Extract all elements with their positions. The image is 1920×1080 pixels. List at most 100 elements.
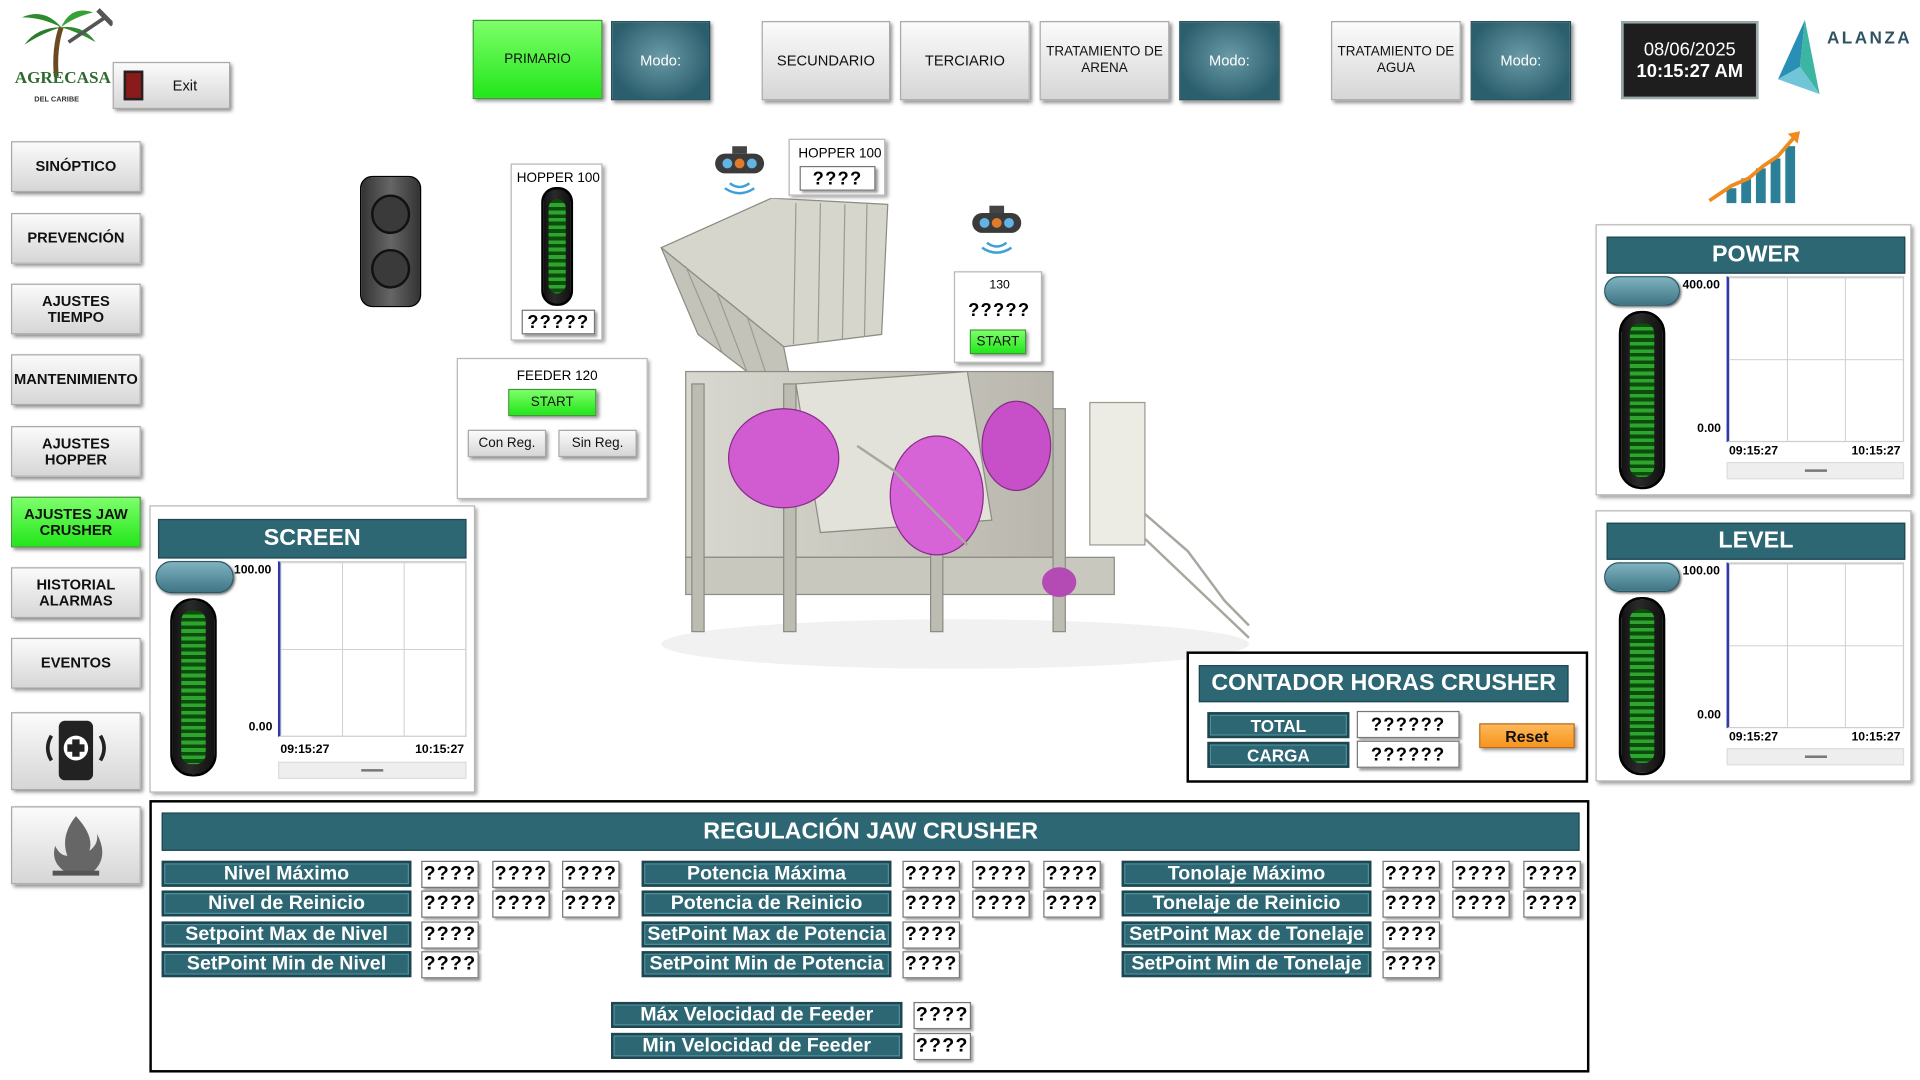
sidebar-item-6[interactable]: HISTORIAL ALARMAS xyxy=(11,567,141,619)
reg-col2-label-0: Potencia Máxima xyxy=(641,860,892,887)
power-tank xyxy=(1618,310,1666,490)
palm-logo-icon xyxy=(22,8,115,78)
reg-col1-value-2-0[interactable]: ???? xyxy=(421,921,479,949)
screen-chart-grid xyxy=(277,561,467,737)
feeder-con-reg-button[interactable]: Con Reg. xyxy=(467,429,547,458)
sensor-device-button[interactable] xyxy=(11,712,141,791)
level-level-pill[interactable] xyxy=(1604,562,1681,593)
reg-col3-value-1-0[interactable]: ???? xyxy=(1382,890,1441,918)
screen-t1: 10:15:27 xyxy=(415,743,465,757)
feeder-120-title: FEEDER 120 xyxy=(516,369,598,384)
contador-total-label: TOTAL xyxy=(1207,712,1350,739)
reg-col1-value-0-1[interactable]: ???? xyxy=(492,860,550,889)
nav-arena-button[interactable]: TRATAMIENTO DE ARENA xyxy=(1039,21,1170,101)
reg-col3-value-0-0[interactable]: ???? xyxy=(1382,860,1441,889)
power-t0: 09:15:27 xyxy=(1728,444,1779,459)
reg-feeder_min-label: Min Velocidad de Feeder xyxy=(611,1032,903,1059)
power-chart-title: POWER xyxy=(1606,236,1906,274)
reg-col1-value-0-2[interactable]: ???? xyxy=(562,860,620,889)
nav-terciario-button[interactable]: TERCIARIO xyxy=(900,21,1030,101)
power-chart-grid xyxy=(1726,276,1905,443)
screen-chart-scrollbar[interactable] xyxy=(277,761,467,780)
sidebar-item-1[interactable]: PREVENCIÓN xyxy=(11,213,141,264)
reg-col3-value-3-0[interactable]: ???? xyxy=(1382,951,1441,979)
reg-col2-value-0-2[interactable]: ???? xyxy=(1043,860,1101,889)
hopper-100-value: ????? xyxy=(521,309,596,335)
reg-feeder_min-value[interactable]: ???? xyxy=(913,1032,972,1061)
sidebar-item-3[interactable]: MANTENIMIENTO xyxy=(11,354,141,405)
nav-primario-button[interactable]: PRIMARIO xyxy=(472,19,603,100)
reg-col3-value-1-2[interactable]: ???? xyxy=(1523,890,1581,918)
modo-primario-button[interactable]: Modo: xyxy=(611,21,711,101)
reg-col3-value-2-0[interactable]: ???? xyxy=(1382,921,1441,949)
feeder-120-panel: FEEDER 120 START Con Reg. Sin Reg. xyxy=(456,357,648,500)
datetime-display: 08/06/2025 10:15:27 AM xyxy=(1621,21,1759,100)
modo-agua-button[interactable]: Modo: xyxy=(1470,21,1572,101)
reg-col2-value-0-0[interactable]: ???? xyxy=(902,860,961,889)
sidebar-item-0[interactable]: SINÓPTICO xyxy=(11,141,141,192)
reg-col1-value-1-1[interactable]: ???? xyxy=(492,890,550,918)
reg-col1-label-2: Setpoint Max de Nivel xyxy=(161,921,412,948)
power-chart-scrollbar[interactable] xyxy=(1726,461,1905,480)
feeder-120-start-button[interactable]: START xyxy=(508,388,597,417)
reg-col2-value-2-0[interactable]: ???? xyxy=(902,921,961,949)
power-t1: 10:15:27 xyxy=(1851,444,1901,459)
alanza-logo-icon xyxy=(1777,19,1820,95)
reg-col1-label-0: Nivel Máximo xyxy=(161,860,412,887)
exit-label: Exit xyxy=(172,76,198,94)
power-level-pill[interactable] xyxy=(1604,276,1681,306)
reg-feeder_max-value[interactable]: ???? xyxy=(913,1001,972,1030)
modo-arena-button[interactable]: Modo: xyxy=(1179,21,1280,101)
level-chart-scrollbar[interactable] xyxy=(1726,748,1905,766)
sidebar-item-5[interactable]: AJUSTES JAW CRUSHER xyxy=(11,496,141,548)
reg-col1-value-1-2[interactable]: ???? xyxy=(562,890,620,918)
screen-level-pill[interactable] xyxy=(155,561,234,594)
sensor-device-icon xyxy=(45,720,106,780)
reg-col2-value-0-1[interactable]: ???? xyxy=(972,860,1030,889)
power-ymin: 0.00 xyxy=(1697,422,1721,436)
regulacion-title: REGULACIÓN JAW CRUSHER xyxy=(161,812,1580,851)
level-ymax: 100.00 xyxy=(1682,564,1720,579)
screen-t0: 09:15:27 xyxy=(280,743,330,757)
nav-secundario-button[interactable]: SECUNDARIO xyxy=(761,21,891,101)
reg-col2-value-1-2[interactable]: ???? xyxy=(1043,890,1101,918)
reg-col2-label-1: Potencia de Reinicio xyxy=(641,890,892,917)
reg-col3-value-0-2[interactable]: ???? xyxy=(1523,860,1581,889)
sidebar-item-4[interactable]: AJUSTES HOPPER xyxy=(11,426,141,477)
radar-sensor-icon xyxy=(715,146,765,195)
contador-panel: CONTADOR HORAS CRUSHER TOTAL ?????? CARG… xyxy=(1186,651,1589,783)
reg-col1-value-3-0[interactable]: ???? xyxy=(421,951,479,979)
nav-agua-button[interactable]: TRATAMIENTO DE AGUA xyxy=(1331,21,1461,101)
sidebar-item-2[interactable]: AJUSTES TIEMPO xyxy=(11,283,141,335)
agrecasa-logo xyxy=(7,5,115,109)
reg-col3-value-1-1[interactable]: ???? xyxy=(1452,890,1510,918)
level-chart-title: LEVEL xyxy=(1606,522,1906,560)
power-ymax: 400.00 xyxy=(1682,278,1720,293)
traffic-light-bottom xyxy=(371,248,411,289)
exit-button[interactable]: Exit xyxy=(112,61,231,109)
reg-col2-value-1-1[interactable]: ???? xyxy=(972,890,1030,918)
contador-title: CONTADOR HORAS CRUSHER xyxy=(1198,665,1569,703)
logo-sub: DEL CARIBE xyxy=(34,96,80,105)
reg-col1-value-1-0[interactable]: ???? xyxy=(421,890,479,918)
traffic-light-top xyxy=(371,194,411,235)
hopper-100-tank xyxy=(541,187,574,306)
conveyor-130-start-button[interactable]: START xyxy=(969,329,1027,355)
reg-col3-label-3: SetPoint Min de Tonelaje xyxy=(1121,951,1372,978)
feeder-sin-reg-button[interactable]: Sin Reg. xyxy=(558,429,637,458)
logo-brand: AGRECASA xyxy=(14,69,111,88)
reg-col1-value-0-0[interactable]: ???? xyxy=(421,860,479,889)
growth-chart-icon xyxy=(1708,131,1801,204)
reg-col3-label-1: Tonelaje de Reinicio xyxy=(1121,890,1372,917)
sidebar-item-7[interactable]: EVENTOS xyxy=(11,637,141,689)
conveyor-130-title: 130 xyxy=(989,278,1010,293)
reg-col1-label-3: SetPoint Min de Nivel xyxy=(161,951,412,978)
contador-reset-button[interactable]: Reset xyxy=(1479,723,1575,749)
traffic-light-indicator xyxy=(360,175,422,308)
fire-button[interactable] xyxy=(11,806,141,885)
reg-col2-value-1-0[interactable]: ???? xyxy=(902,890,961,918)
screen-chart-title: SCREEN xyxy=(157,518,467,559)
reg-col3-value-0-1[interactable]: ???? xyxy=(1452,860,1510,889)
reg-col3-label-0: Tonolaje Máximo xyxy=(1121,860,1372,887)
reg-col2-value-3-0[interactable]: ???? xyxy=(902,951,961,979)
